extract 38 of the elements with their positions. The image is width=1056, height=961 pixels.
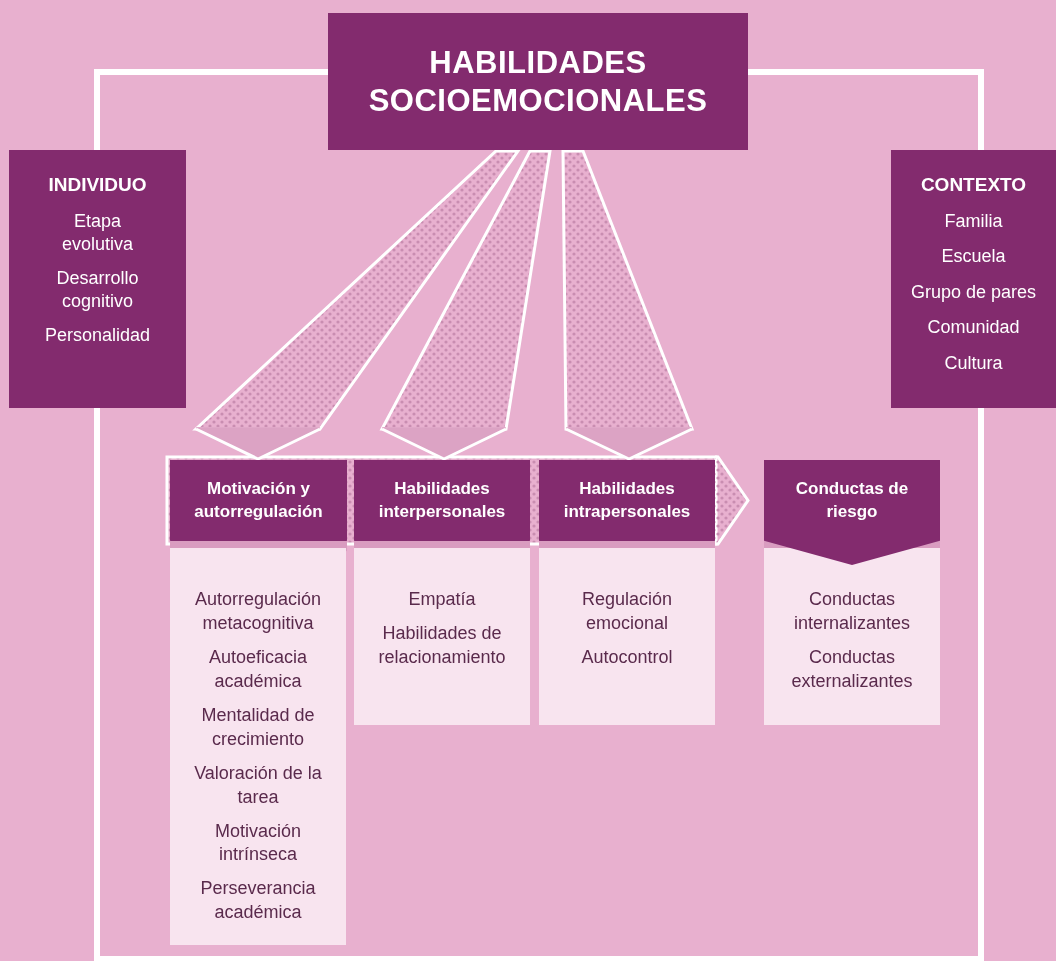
factor-panel bbox=[891, 150, 1056, 408]
item-text: Habilidades de relacionamiento bbox=[377, 621, 507, 669]
item-text: Empatía bbox=[408, 588, 476, 611]
factor-text: Etapa evolutiva bbox=[60, 210, 134, 257]
beam-arrow bbox=[379, 149, 552, 461]
item-text: Regulación emocional bbox=[580, 588, 674, 635]
item-text: Perseverancia académica bbox=[199, 877, 317, 925]
category-title: Habilidades interpersonales bbox=[377, 477, 507, 523]
factor-text: Grupo de pares bbox=[910, 280, 1037, 304]
factor-text: Comunidad bbox=[927, 316, 1020, 340]
item-text: Conductas externalizantes bbox=[790, 645, 914, 693]
item-list-panel bbox=[170, 548, 346, 945]
factor-panel bbox=[9, 150, 186, 408]
item-text: Mentalidad de crecimiento bbox=[200, 703, 316, 751]
panel-heading: INDIVIDUO bbox=[48, 174, 147, 196]
factor-text: Personalidad bbox=[44, 323, 151, 347]
panel-heading: CONTEXTO bbox=[920, 174, 1027, 196]
title-text: HABILIDADES SOCIOEMOCIONALES bbox=[368, 44, 708, 119]
factor-text: Cultura bbox=[944, 351, 1003, 375]
chevron-arrow bbox=[713, 455, 750, 546]
item-text: Conductas internalizantes bbox=[792, 588, 912, 635]
item-text: Autoeficacia académica bbox=[207, 645, 309, 693]
beam-arrow bbox=[192, 149, 521, 461]
item-text: Autocontrol bbox=[581, 645, 673, 669]
category-title: Conductas de riesgo bbox=[794, 477, 910, 523]
item-list-panel bbox=[764, 548, 940, 725]
factor-text: Escuela bbox=[941, 245, 1006, 269]
category-title: Motivación y autorregulación bbox=[193, 477, 324, 523]
item-text: Autorregulación metacognitiva bbox=[193, 588, 323, 635]
item-text: Valoración de la tarea bbox=[193, 761, 323, 809]
item-text: Motivación intrínseca bbox=[213, 819, 302, 867]
category-title: Habilidades intrapersonales bbox=[562, 477, 692, 523]
beam-arrow bbox=[561, 149, 695, 461]
item-list-panel bbox=[354, 548, 530, 725]
factor-text: Familia bbox=[944, 210, 1003, 233]
item-list-panel bbox=[539, 548, 715, 725]
factor-text: Desarrollo cognitivo bbox=[55, 266, 140, 314]
title-box bbox=[328, 13, 748, 150]
